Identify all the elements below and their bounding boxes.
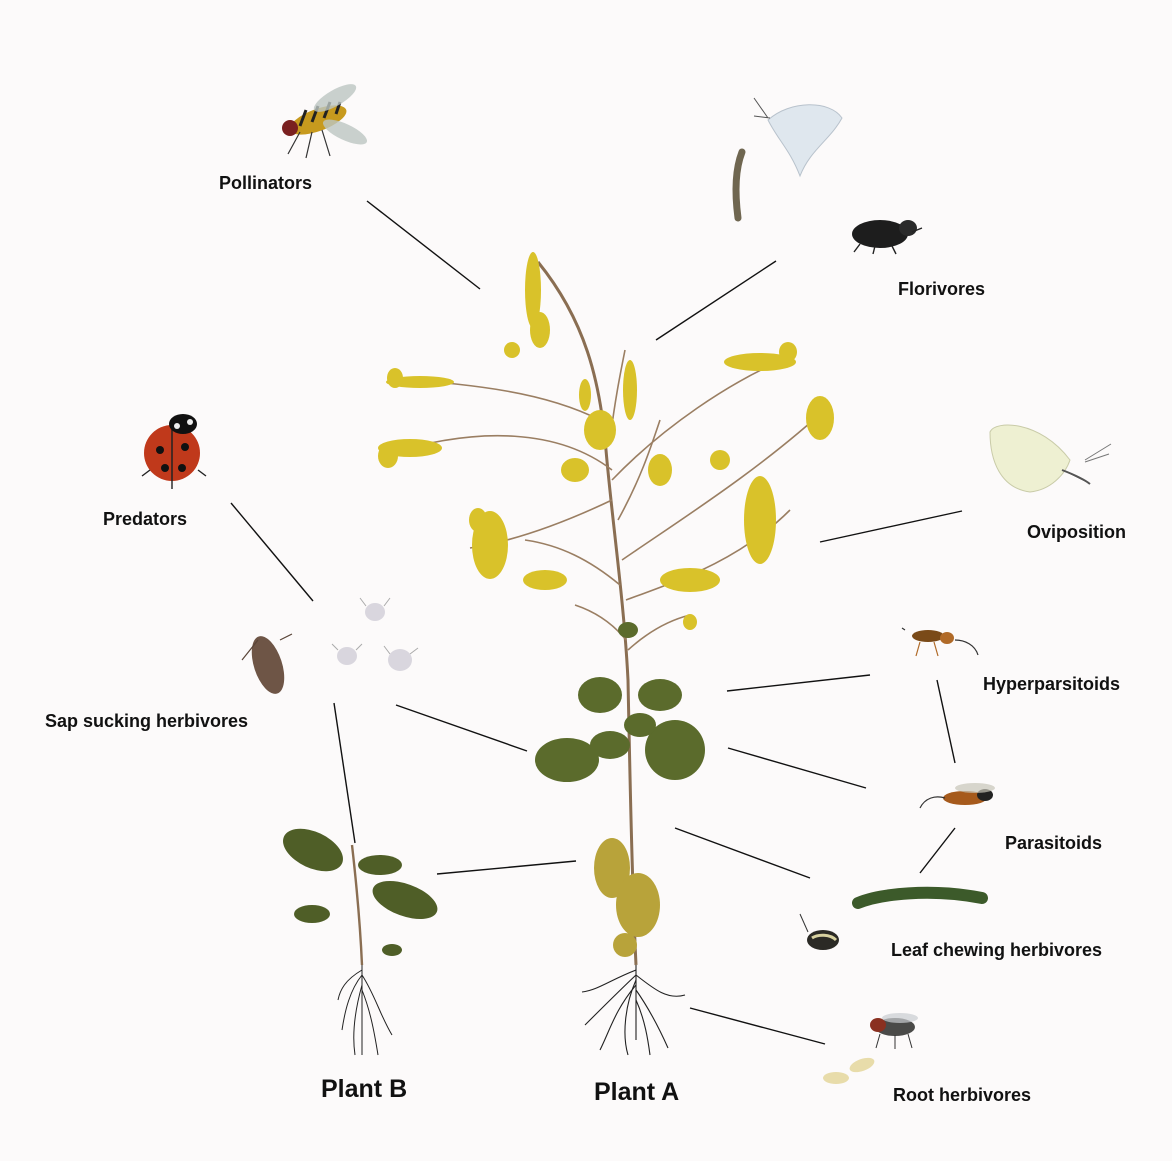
green-caterpillar-icon xyxy=(858,893,982,903)
flea-beetle-icon xyxy=(800,914,839,950)
label-florivores: Florivores xyxy=(898,280,985,298)
plant-a-yellow-leaves xyxy=(594,838,660,957)
line-sap-to-plant-b xyxy=(334,703,355,843)
black-beetle-icon xyxy=(852,220,922,254)
connector-lines xyxy=(231,201,962,1044)
label-predators: Predators xyxy=(103,510,187,528)
root-larvae-icon xyxy=(823,1055,876,1084)
line-hyper-to-parasitoids xyxy=(937,680,955,763)
line-oviposition xyxy=(820,511,962,542)
plant-a-leaves xyxy=(535,622,705,782)
hyperparasitoid-wasp-icon xyxy=(902,628,978,656)
label-root-herbivores: Root herbivores xyxy=(893,1086,1031,1104)
hoverfly-icon xyxy=(282,79,370,158)
label-plant-b: Plant B xyxy=(321,1077,407,1102)
plant-a-illustration xyxy=(378,252,834,1055)
label-oviposition: Oviposition xyxy=(1027,523,1126,541)
label-parasitoids: Parasitoids xyxy=(1005,834,1102,852)
line-leaf-chewing xyxy=(675,828,810,878)
line-plant-a-to-b xyxy=(437,861,576,874)
line-predators xyxy=(231,503,313,601)
line-parasitoids xyxy=(728,748,866,788)
ladybird-icon xyxy=(142,414,206,489)
line-root-herbivores xyxy=(690,1008,825,1044)
label-plant-a: Plant A xyxy=(594,1080,679,1105)
label-leaf-chewing-herbivores: Leaf chewing herbivores xyxy=(891,941,1102,959)
moth-icon xyxy=(754,98,842,176)
line-hyperparasitoids xyxy=(727,675,870,691)
plant-a-roots xyxy=(582,965,685,1055)
plant-b-illustration xyxy=(276,820,442,1055)
line-parasitoids-to-caterpillar xyxy=(920,828,955,873)
white-butterfly-icon xyxy=(990,425,1111,492)
label-pollinators: Pollinators xyxy=(219,174,312,192)
aphids-icon xyxy=(332,598,418,671)
line-florivores xyxy=(656,261,776,340)
line-sap-to-plant-a xyxy=(396,705,527,751)
label-hyperparasitoids: Hyperparsitoids xyxy=(983,675,1120,693)
line-pollinators xyxy=(367,201,480,289)
root-fly-icon xyxy=(870,1013,918,1049)
parasitoid-wasp-icon xyxy=(920,783,995,808)
label-sap-sucking-herbivores: Sap sucking herbivores xyxy=(45,712,248,730)
caterpillar-small-icon xyxy=(736,152,742,218)
leafhopper-icon xyxy=(242,632,292,698)
